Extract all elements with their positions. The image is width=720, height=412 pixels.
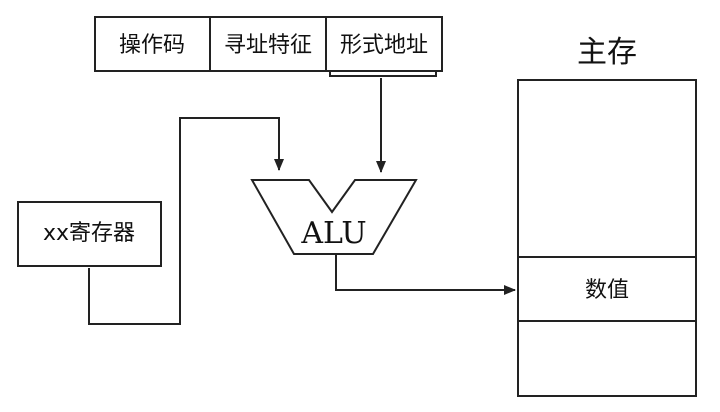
register-box [17, 201, 162, 260]
alu-unit: ALU [250, 179, 418, 255]
register-to-alu-path [88, 117, 284, 325]
opcode-field-label: 操作码 [119, 33, 185, 58]
formal-address-field-label: 形式地址 [340, 33, 428, 58]
register-label: xx寄存器 [43, 221, 135, 246]
index-register: xx寄存器 [17, 201, 162, 267]
formal-address-field-box [325, 16, 443, 72]
alu-label: ALU [300, 216, 366, 251]
opcode-field-box [94, 16, 211, 72]
memory-box [517, 79, 697, 397]
main-memory: 主存 数值 [517, 35, 697, 397]
main-memory-title: 主存 [577, 35, 637, 70]
memory-cell-label: 数值 [585, 278, 629, 303]
alu-shape [250, 179, 418, 255]
addressing-mode-field-label: 寻址特征 [224, 33, 312, 58]
formal-address-brace [329, 70, 437, 77]
alu-to-memory-arrow [335, 254, 516, 295]
register-brace [17, 258, 162, 267]
instruction-format: 操作码 寻址特征 形式地址 [94, 16, 443, 77]
addressing-mode-field-box [209, 16, 327, 72]
